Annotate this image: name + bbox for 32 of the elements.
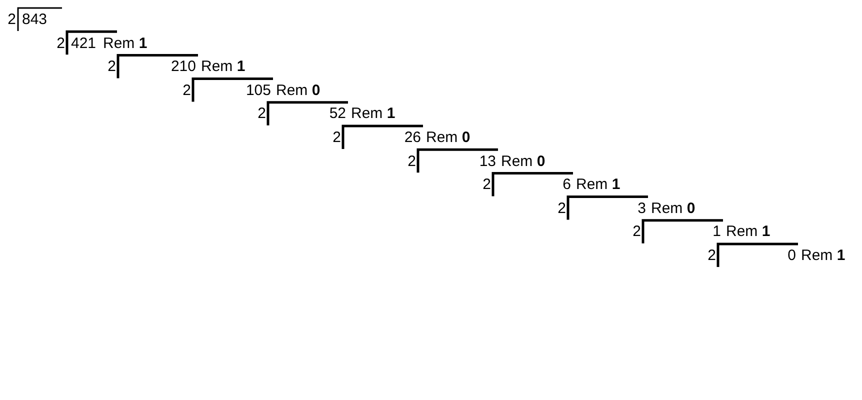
remainder-label: Rem 1 <box>103 34 148 53</box>
divisor-number: 2 <box>332 129 341 147</box>
quotient-number: 26 <box>404 129 421 147</box>
remainder-label: Rem 1 <box>801 247 846 265</box>
remainder-label: Rem 1 <box>351 105 396 124</box>
quotient-number: 1 <box>712 223 721 242</box>
quotient-number: 210 <box>170 58 196 76</box>
remainder-label: Rem 1 <box>201 58 246 76</box>
divisor-number: 2 <box>8 11 16 29</box>
remainder-label: Rem 0 <box>651 200 696 218</box>
quotient-number: 52 <box>329 105 346 124</box>
remainder-label: Rem 1 <box>726 223 770 242</box>
divisor-number: 2 <box>108 58 116 76</box>
divisor-number: 2 <box>182 82 191 100</box>
remainder-label: Rem 1 <box>576 176 620 194</box>
quotient-number: 843 <box>22 11 48 29</box>
divisor-number: 2 <box>632 223 641 242</box>
divisor-number: 2 <box>258 105 266 124</box>
remainder-label: Rem 0 <box>501 152 546 171</box>
divisor-number: 2 <box>482 176 491 194</box>
quotient-number: 3 <box>638 200 646 218</box>
quotient-number: 421 <box>71 34 96 53</box>
quotient-number: 13 <box>479 152 496 171</box>
divisor-number: 2 <box>708 247 716 265</box>
remainder-label: Rem 0 <box>276 82 320 100</box>
quotient-number: 105 <box>246 82 271 100</box>
quotient-number: 0 <box>788 247 796 265</box>
divisor-number: 2 <box>558 200 566 218</box>
divisor-number: 2 <box>408 152 416 171</box>
quotient-number: 6 <box>562 176 571 194</box>
remainder-label: Rem 0 <box>426 129 470 147</box>
divisor-number: 2 <box>56 34 65 53</box>
